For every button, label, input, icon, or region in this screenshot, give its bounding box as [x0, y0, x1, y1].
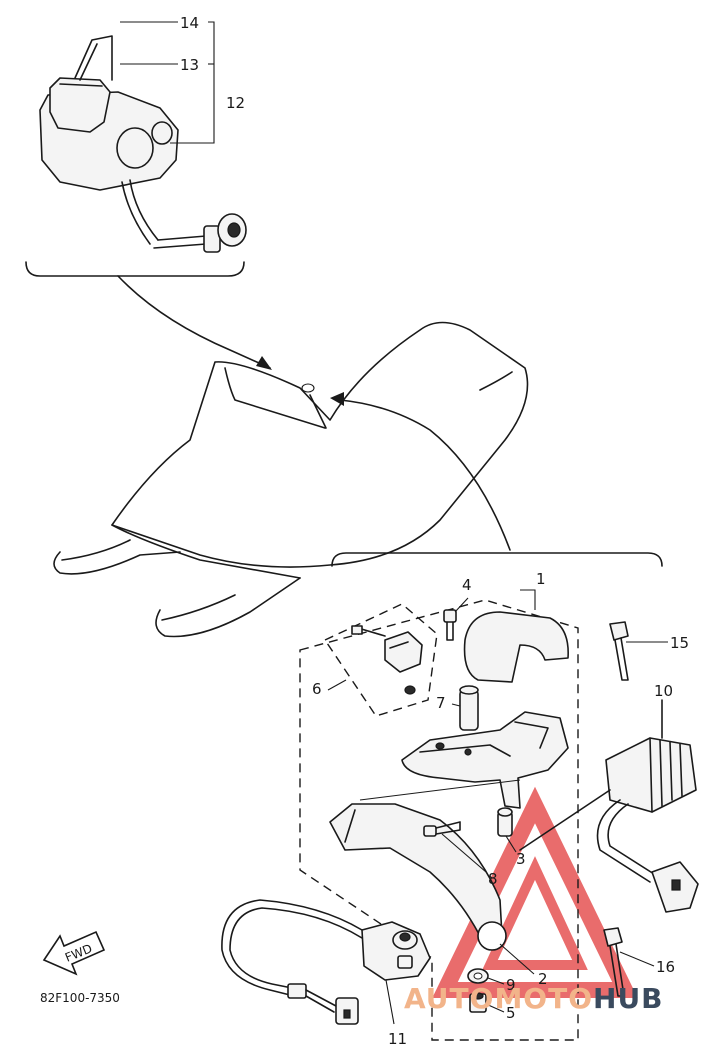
- inset-arrow-bottom: [339, 399, 511, 551]
- callout-5: 5: [506, 1004, 516, 1022]
- throttle-sensor-11: [221, 899, 431, 1025]
- callout-6: 6: [312, 680, 322, 698]
- fwd-arrow-icon: FWD: [42, 930, 106, 976]
- cable-tie-15: [609, 621, 629, 681]
- diagram-code: 82F100-7350: [40, 991, 120, 1005]
- callout-10: 10: [654, 682, 673, 700]
- throttle-cover: [463, 611, 569, 683]
- cable-tie-16: [603, 927, 625, 997]
- inset-arrow-top: [117, 275, 271, 369]
- spacer-7: [459, 685, 479, 731]
- throttle-housing: [401, 711, 569, 809]
- callout-7: 7: [436, 694, 446, 712]
- throttle-lever: [329, 803, 503, 941]
- callout-13: 13: [180, 56, 199, 74]
- watermark-text: AUTOMOTOHUB: [404, 982, 664, 1015]
- washer-9: [467, 968, 489, 984]
- callout-12: 12: [226, 94, 245, 112]
- bottom-inset-bracket: [331, 552, 663, 567]
- callout-3: 3: [516, 850, 526, 868]
- callout-11: 11: [388, 1030, 407, 1048]
- snowmobile-body: [53, 321, 529, 638]
- module-10: [519, 699, 699, 913]
- callout-4: 4: [462, 576, 472, 594]
- callout-15: 15: [670, 634, 689, 652]
- nut-5: [469, 992, 487, 1013]
- callout-2: 2: [538, 970, 548, 988]
- screw-8: [423, 821, 461, 837]
- callout-14: 14: [180, 14, 199, 32]
- handlebar-switch-inset: [39, 35, 247, 253]
- top-inset-bracket: [25, 261, 245, 277]
- callout-1: 1: [536, 570, 546, 588]
- callout-9: 9: [506, 976, 516, 994]
- assembly-1-outline: [299, 599, 579, 1041]
- screw-4: [443, 609, 457, 641]
- screw-3: [497, 807, 513, 837]
- callout-16: 16: [656, 958, 675, 976]
- hinge-block: [351, 625, 423, 695]
- callout-8: 8: [488, 870, 498, 888]
